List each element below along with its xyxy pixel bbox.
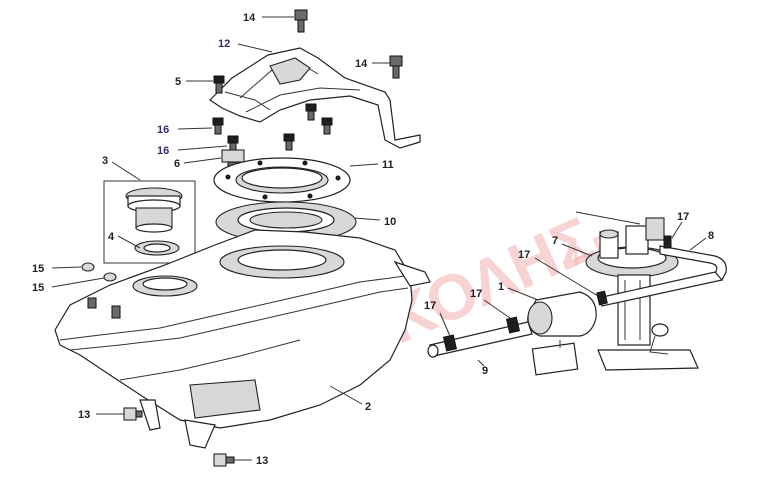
label-14-right: 14 bbox=[355, 58, 368, 70]
label-1: 1 bbox=[498, 281, 504, 293]
label-7: 7 bbox=[552, 235, 558, 247]
part-1-fuel-filter bbox=[527, 291, 597, 376]
label-13-left: 13 bbox=[78, 409, 90, 421]
part-12-bracket bbox=[209, 47, 421, 149]
label-3: 3 bbox=[102, 155, 108, 167]
label-12: 12 bbox=[218, 38, 230, 50]
label-13-bottom: 13 bbox=[256, 455, 268, 467]
label-15-lower: 15 bbox=[32, 282, 44, 294]
bolts-13 bbox=[123, 407, 235, 467]
part-2-fuel-tank bbox=[54, 229, 431, 449]
bolt-14-top bbox=[294, 9, 308, 33]
label-17-pipe-mid: 17 bbox=[470, 288, 482, 300]
label-6: 6 bbox=[174, 158, 180, 170]
label-17-pump: 17 bbox=[677, 211, 689, 223]
part-8-hose bbox=[597, 245, 727, 307]
label-11: 11 bbox=[382, 159, 394, 171]
label-4: 4 bbox=[108, 231, 115, 243]
label-8: 8 bbox=[708, 230, 714, 242]
label-15-upper: 15 bbox=[32, 263, 44, 275]
part-11-ring bbox=[213, 157, 351, 203]
part-9-fuel-pipe bbox=[427, 235, 672, 358]
label-2: 2 bbox=[365, 401, 371, 413]
label-16-lower: 16 bbox=[157, 145, 169, 157]
label-10: 10 bbox=[384, 216, 396, 228]
label-17-hose: 17 bbox=[518, 249, 530, 261]
label-16-upper: 16 bbox=[157, 124, 169, 136]
bolt-14-right bbox=[389, 55, 403, 79]
label-14-top: 14 bbox=[243, 12, 256, 24]
leader-lines bbox=[51, 16, 707, 461]
label-17-pipe-left: 17 bbox=[424, 300, 436, 312]
callout-labels: 14 12 14 5 16 16 6 11 3 10 4 17 7 8 17 1… bbox=[32, 12, 714, 467]
nuts-15 bbox=[81, 262, 117, 282]
part-7-fuel-pump bbox=[575, 211, 699, 371]
bolts-16 bbox=[212, 103, 333, 153]
label-5: 5 bbox=[175, 76, 181, 88]
bolt-5 bbox=[213, 75, 225, 94]
label-9: 9 bbox=[482, 365, 488, 377]
part-3-cap-box bbox=[103, 180, 196, 264]
